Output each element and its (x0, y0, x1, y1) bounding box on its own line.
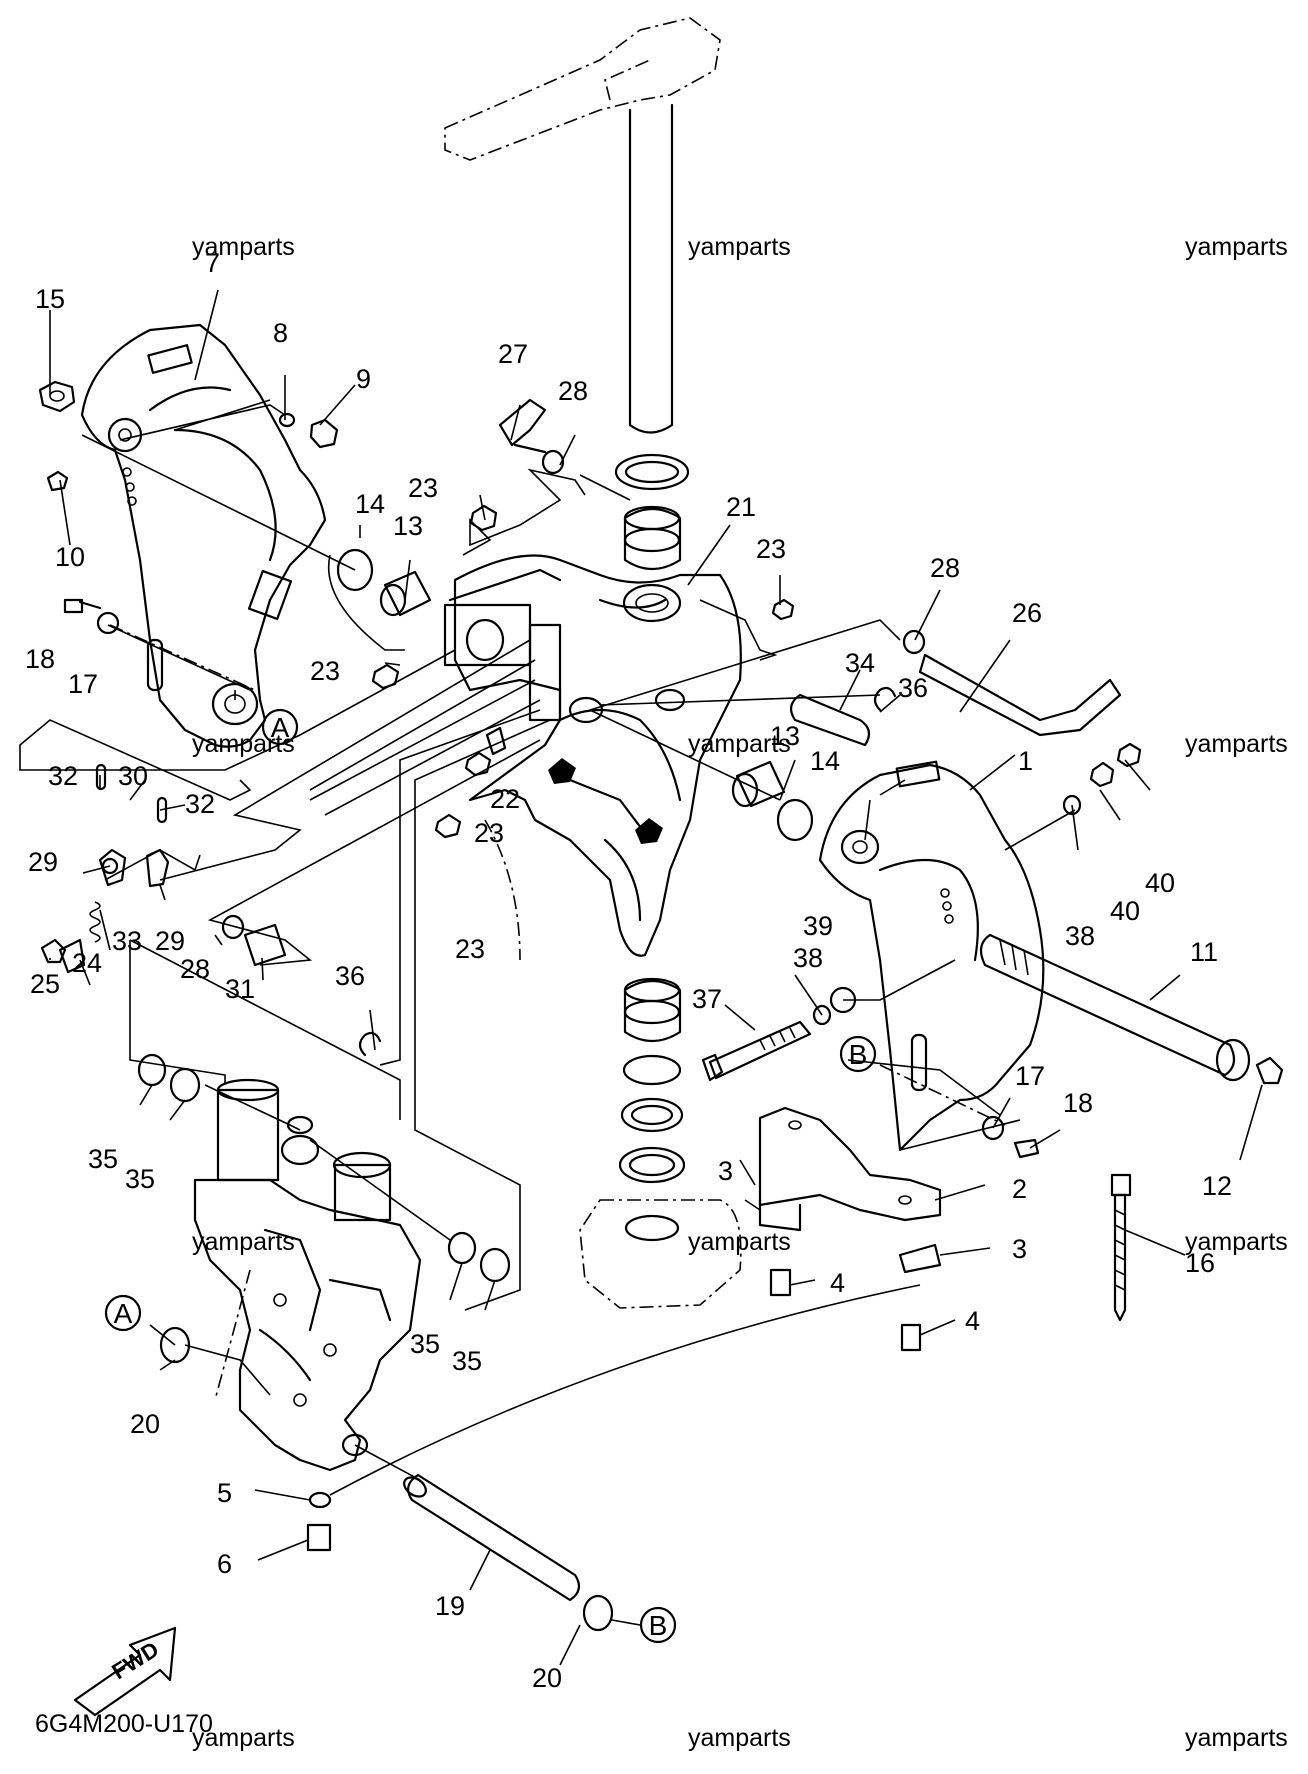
callout-17b: 17 (1015, 1061, 1045, 1091)
diagram-code: 6G4M200-U170 (35, 1710, 213, 1738)
callout-3: 3 (718, 1156, 733, 1186)
callout-38b: 38 (1065, 921, 1095, 951)
callout-26: 26 (1012, 598, 1042, 628)
through-bolt (979, 933, 1251, 1082)
fwd-arrow: FWD (73, 1626, 177, 1717)
callout-40: 40 (1110, 896, 1140, 926)
leader-lines (19, 289, 1263, 1666)
callout-31: 31 (225, 974, 255, 1004)
callout-28b: 28 (930, 553, 960, 583)
callout-34: 34 (845, 648, 875, 678)
callout-28: 28 (558, 376, 588, 406)
swivel-bracket (443, 554, 742, 957)
callout-3b: 3 (1012, 1234, 1027, 1264)
callout-2: 2 (1012, 1174, 1027, 1204)
lower-bracket (758, 1106, 942, 1274)
callout-33: 33 (112, 926, 142, 956)
callout-6: 6 (217, 1549, 232, 1579)
callout-20b: 20 (532, 1663, 562, 1693)
callout-5: 5 (217, 1478, 232, 1508)
steering-handle-outline (444, 17, 721, 161)
watermark-text: yamparts (688, 1724, 791, 1752)
callout-18b: 18 (1063, 1088, 1093, 1118)
watermark-text: yamparts (688, 233, 791, 261)
callout-12: 12 (1202, 1171, 1232, 1201)
callout-1: 1 (1018, 746, 1033, 776)
callout-29: 29 (28, 847, 58, 877)
ref-mark-b: B (849, 1039, 868, 1070)
callout-13: 13 (393, 511, 423, 541)
callout-10: 10 (55, 542, 85, 572)
callout-39: 39 (803, 911, 833, 941)
watermark-text: yamparts (192, 1724, 295, 1752)
clamp-bracket-right (818, 760, 1045, 1152)
callout-25: 25 (30, 969, 60, 999)
callout-36b: 36 (335, 961, 365, 991)
callout-14: 14 (355, 489, 385, 519)
callout-13b: 13 (770, 721, 800, 751)
callout-28c: 28 (180, 954, 210, 984)
ref-mark-a-lower: A (114, 1298, 133, 1329)
callout-11: 11 (1190, 937, 1218, 967)
tilt-trim-unit (193, 1078, 422, 1472)
watermark-text: yamparts (1185, 730, 1288, 758)
callout-23d: 23 (474, 818, 504, 848)
callout-37: 37 (692, 984, 722, 1014)
watermark-text: yamparts (192, 1228, 295, 1256)
callout-23b: 23 (756, 534, 786, 564)
callout-23: 23 (408, 473, 438, 503)
callout-35: 35 (88, 1144, 118, 1174)
watermarks: yamparts yamparts yamparts yamparts yamp… (192, 233, 1288, 1752)
ref-mark-a: A (271, 712, 290, 743)
callout-32b: 32 (185, 789, 215, 819)
callout-35d: 35 (452, 1346, 482, 1376)
callout-15: 15 (35, 284, 65, 314)
callout-8: 8 (273, 318, 288, 348)
callout-17: 17 (68, 669, 98, 699)
ref-mark-b-lower: B (649, 1610, 668, 1641)
watermark-text: yamparts (1185, 1228, 1288, 1256)
callout-36: 36 (898, 673, 928, 703)
watermark-text: yamparts (1185, 233, 1288, 261)
callout-29b: 29 (155, 926, 185, 956)
watermark-text: yamparts (1185, 1724, 1288, 1752)
callout-4: 4 (830, 1268, 845, 1298)
watermark-text: yamparts (688, 730, 791, 758)
watermark-text: yamparts (192, 233, 295, 261)
callout-35b: 35 (125, 1164, 155, 1194)
callout-14b: 14 (810, 746, 840, 776)
callout-16: 16 (1185, 1248, 1215, 1278)
callout-21: 21 (726, 492, 756, 522)
callouts: 1 2 3 3 4 4 5 6 7 8 9 10 11 12 13 13 14 … (25, 248, 1232, 1693)
callout-24: 24 (72, 948, 102, 978)
callout-38: 38 (793, 943, 823, 973)
callout-32: 32 (48, 761, 78, 791)
callout-19: 19 (435, 1591, 465, 1621)
tilt-pin (403, 1473, 581, 1602)
ref-marks: A B A B (104, 708, 877, 1644)
shaft-bushings (579, 453, 742, 1309)
callout-4b: 4 (965, 1306, 980, 1336)
callout-27: 27 (498, 339, 528, 369)
callout-40b: 40 (1145, 868, 1175, 898)
steering-shaft (628, 103, 674, 434)
callout-30: 30 (118, 761, 148, 791)
watermark-text: yamparts (192, 730, 295, 758)
callout-20: 20 (130, 1409, 160, 1439)
callout-23e: 23 (455, 934, 485, 964)
callout-9: 9 (356, 364, 371, 394)
callout-35c: 35 (410, 1329, 440, 1359)
callout-22: 22 (490, 784, 520, 814)
callout-7: 7 (205, 248, 220, 278)
watermark-text: yamparts (688, 1228, 791, 1256)
callout-18: 18 (25, 644, 55, 674)
clamp-bracket-left (80, 323, 327, 748)
callout-23c: 23 (310, 656, 340, 686)
